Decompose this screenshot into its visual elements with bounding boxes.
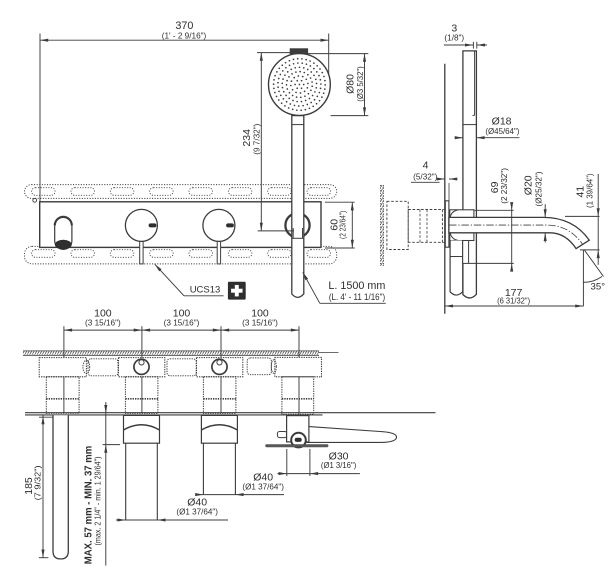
svg-text:Ø40: Ø40 [187, 497, 207, 509]
svg-text:41: 41 [575, 186, 587, 198]
svg-text:(1/8"): (1/8") [444, 33, 464, 42]
svg-text:Ø20: Ø20 [522, 175, 534, 195]
svg-text:(Ø1 37/64"): (Ø1 37/64") [242, 482, 284, 491]
svg-text:69: 69 [489, 181, 501, 193]
svg-text:(3 15/16"): (3 15/16") [164, 319, 200, 328]
svg-text:(max. 2 1/4" - min. 1 29/64"): (max. 2 1/4" - min. 1 29/64") [93, 456, 102, 545]
svg-text:(2 23/64"): (2 23/64") [339, 210, 348, 239]
svg-text:Ø30: Ø30 [329, 450, 349, 462]
svg-text:(2 23/32"): (2 23/32") [500, 168, 509, 204]
svg-text:234: 234 [241, 129, 253, 147]
svg-text:UCS13: UCS13 [190, 284, 221, 295]
svg-text:60: 60 [329, 219, 341, 231]
svg-text:(Ø3 5/32"): (Ø3 5/32") [356, 66, 365, 102]
svg-text:35°: 35° [591, 281, 606, 292]
svg-text:(1 39/64"): (1 39/64") [585, 173, 594, 208]
svg-text:L. 1500 mm: L. 1500 mm [328, 280, 385, 292]
svg-text:Ø80: Ø80 [344, 74, 356, 94]
svg-text:370: 370 [175, 20, 193, 32]
svg-text:(1' - 2 9/16"): (1' - 2 9/16") [162, 32, 207, 41]
svg-text:Ø18: Ø18 [492, 115, 512, 127]
svg-text:(7 9/32"): (7 9/32") [33, 465, 42, 500]
svg-text:Ø40: Ø40 [253, 471, 273, 483]
svg-text:100: 100 [173, 308, 191, 320]
svg-text:(Ø45/64"): (Ø45/64") [485, 127, 519, 136]
svg-text:100: 100 [94, 308, 112, 320]
svg-text:177: 177 [505, 287, 523, 299]
svg-text:(5/32"): (5/32") [413, 172, 438, 181]
svg-text:(9 7/32"): (9 7/32") [252, 123, 261, 154]
svg-text:(Ø25/32"): (Ø25/32") [535, 171, 544, 206]
svg-text:(3 15/16"): (3 15/16") [242, 319, 278, 328]
svg-text:(6 31/32"): (6 31/32") [497, 296, 530, 305]
svg-text:(Ø1 37/64"): (Ø1 37/64") [176, 507, 218, 516]
svg-text:MAX. 57 mm - MIN. 37 mm: MAX. 57 mm - MIN. 37 mm [83, 445, 94, 564]
svg-text:(3 15/16"): (3 15/16") [85, 319, 121, 328]
svg-text:(L. 4' - 11 1/16"): (L. 4' - 11 1/16") [329, 292, 385, 302]
svg-text:185: 185 [23, 477, 35, 495]
svg-text:3: 3 [451, 23, 457, 35]
svg-text:4: 4 [423, 159, 429, 171]
svg-text:100: 100 [251, 308, 269, 320]
svg-text:(Ø1 3/16"): (Ø1 3/16") [321, 461, 357, 470]
